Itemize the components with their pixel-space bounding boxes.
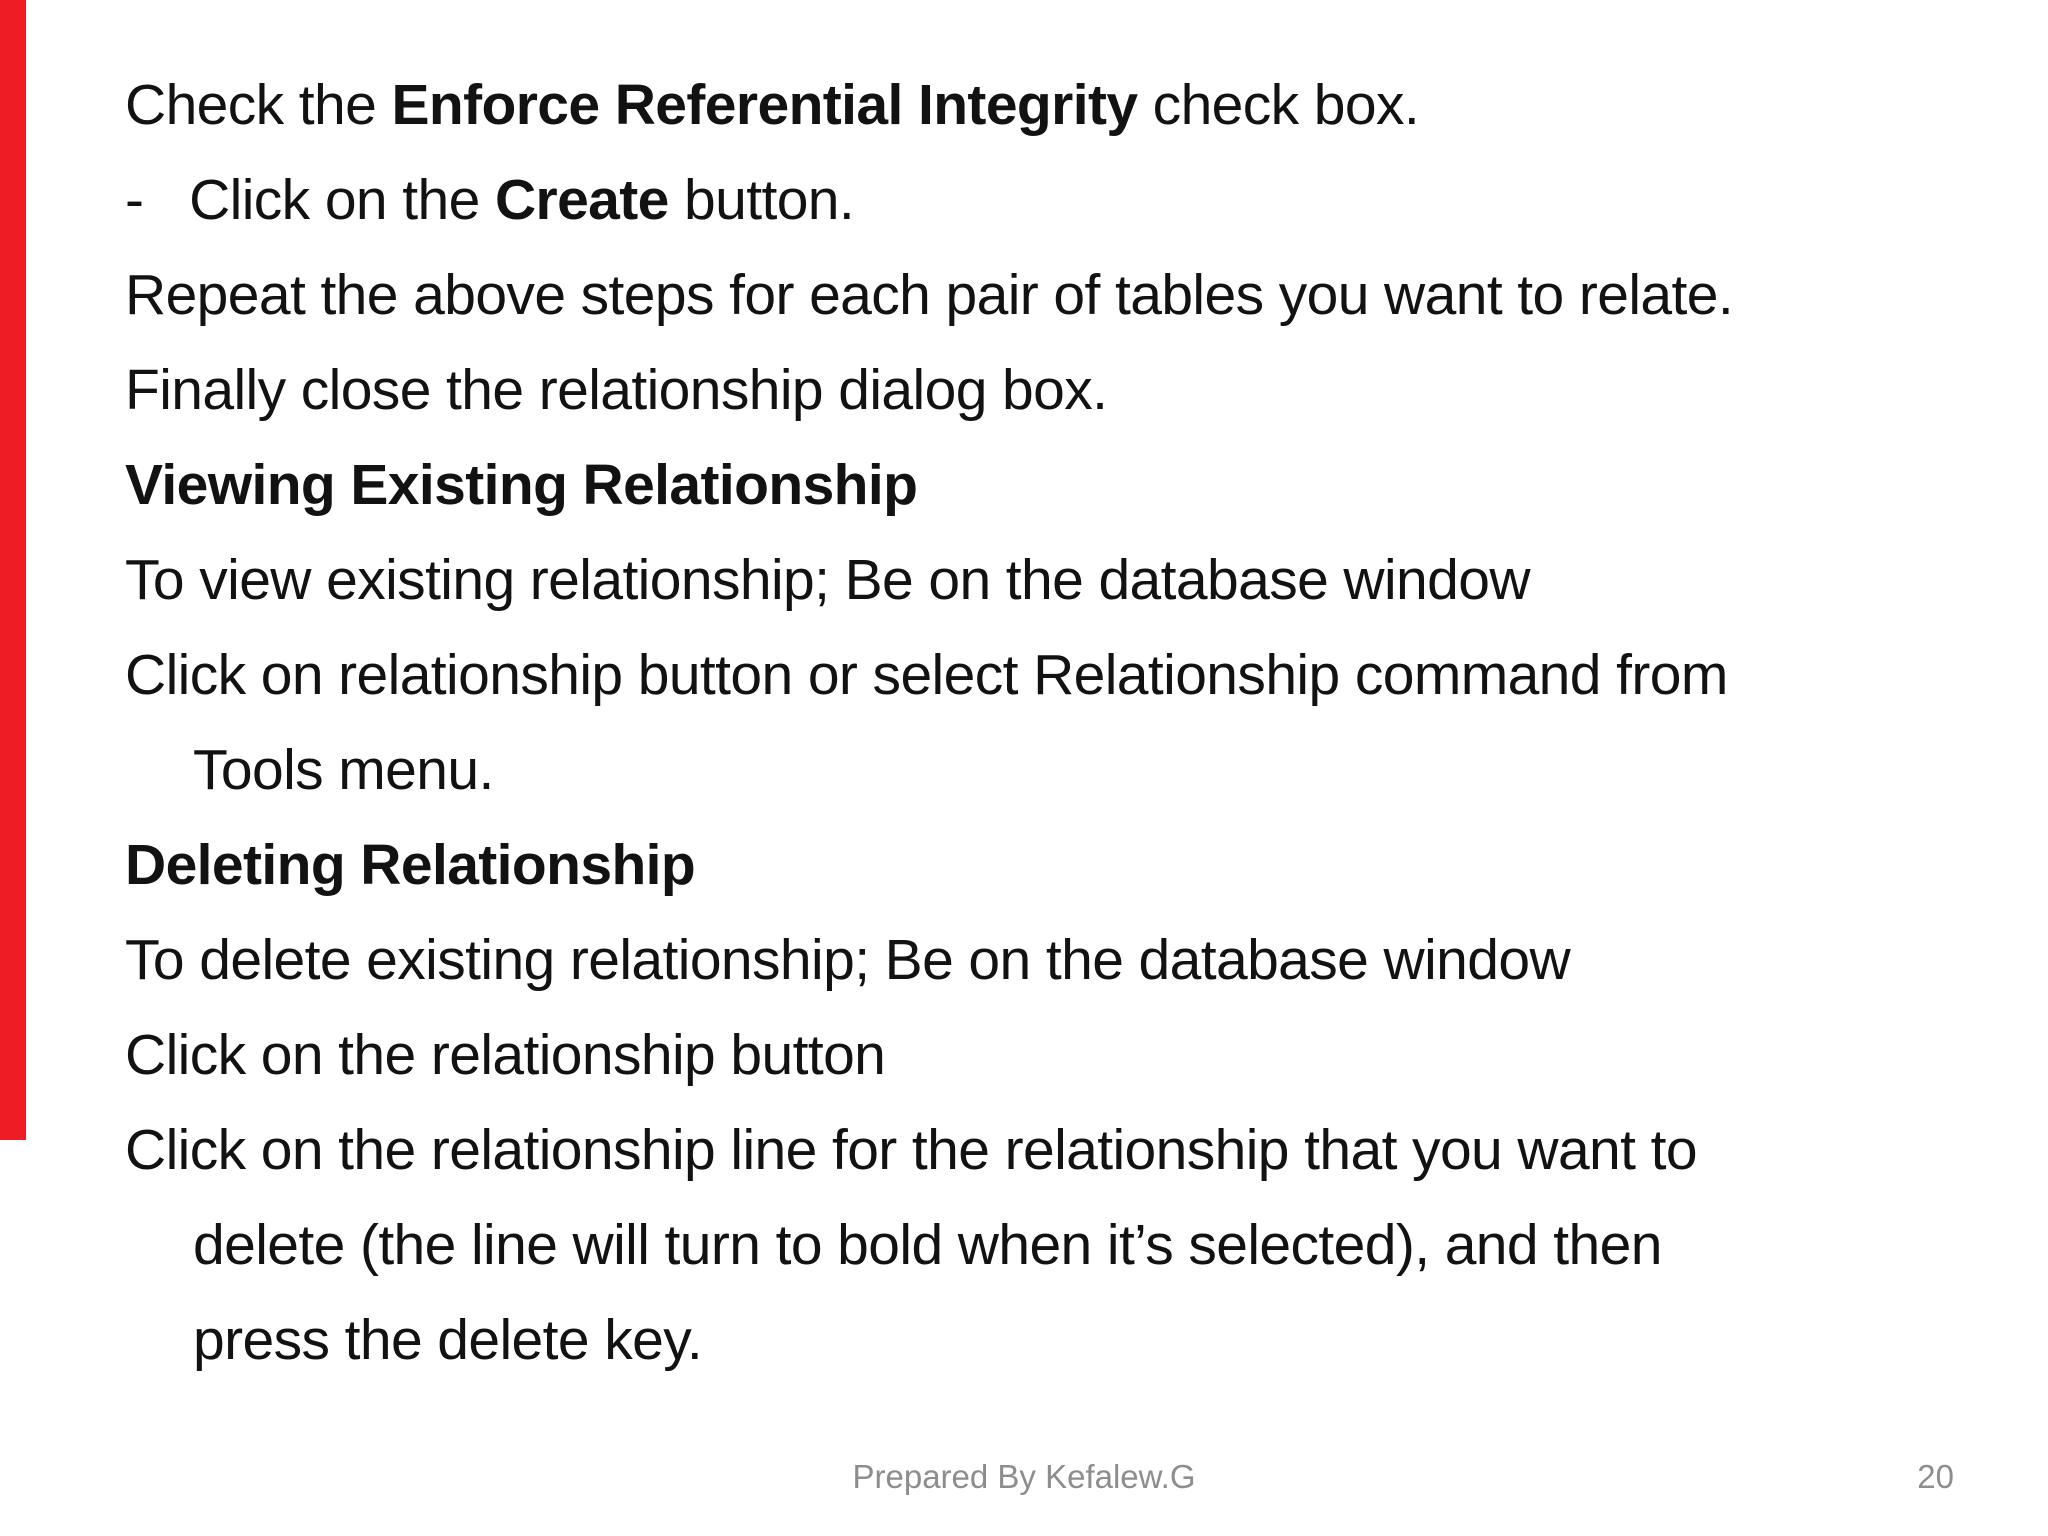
- heading-line: Viewing Existing Relationship: [125, 438, 1995, 533]
- text-segment: delete (the line will turn to bold when …: [193, 1213, 1662, 1277]
- text-line: Click on the relationship line for the r…: [125, 1103, 1995, 1198]
- text-line: To view existing relationship; Be on the…: [125, 533, 1995, 628]
- text-line: Click on the relationship button: [125, 1008, 1995, 1103]
- footer-prepared-by: Prepared By Kefalew.G: [852, 1458, 1196, 1495]
- text-line: Finally close the relationship dialog bo…: [125, 343, 1995, 438]
- bold-text-segment: Create: [494, 168, 669, 232]
- text-segment: check box.: [1137, 73, 1420, 137]
- bold-text-segment: Viewing Existing Relationship: [125, 453, 918, 517]
- text-line: press the delete key.: [125, 1293, 1995, 1388]
- text-segment: press the delete key.: [193, 1308, 703, 1372]
- text-block: Check the Enforce Referential Integrity …: [125, 58, 1995, 1388]
- text-segment: To view existing relationship; Be on the…: [125, 548, 1531, 612]
- text-segment: Click on the relationship button: [125, 1023, 886, 1087]
- text-segment: Check the: [125, 73, 392, 137]
- text-line: Click on relationship button or select R…: [125, 628, 1995, 723]
- bold-text-segment: Deleting Relationship: [125, 833, 696, 897]
- text-segment: - Click on the: [125, 168, 495, 232]
- heading-line: Deleting Relationship: [125, 818, 1995, 913]
- text-segment: Click on relationship button or select R…: [125, 643, 1728, 707]
- text-line: Tools menu.: [125, 723, 1995, 818]
- text-line: delete (the line will turn to bold when …: [125, 1198, 1995, 1293]
- text-line: Check the Enforce Referential Integrity …: [125, 58, 1995, 153]
- text-segment: Tools menu.: [193, 738, 494, 802]
- text-line: Repeat the above steps for each pair of …: [125, 248, 1995, 343]
- text-line: To delete existing relationship; Be on t…: [125, 913, 1995, 1008]
- text-segment: Click on the relationship line for the r…: [125, 1118, 1698, 1182]
- text-line: - Click on the Create button.: [125, 153, 1995, 248]
- text-segment: To delete existing relationship; Be on t…: [125, 928, 1571, 992]
- footer: Prepared By Kefalew.G 20: [0, 1452, 2048, 1502]
- text-segment: button.: [668, 168, 855, 232]
- text-segment: Finally close the relationship dialog bo…: [125, 358, 1108, 422]
- left-accent-bar: [0, 0, 26, 1140]
- page-number: 20: [1917, 1458, 1954, 1495]
- bold-text-segment: Enforce Referential Integrity: [391, 73, 1138, 137]
- text-segment: Repeat the above steps for each pair of …: [125, 263, 1734, 327]
